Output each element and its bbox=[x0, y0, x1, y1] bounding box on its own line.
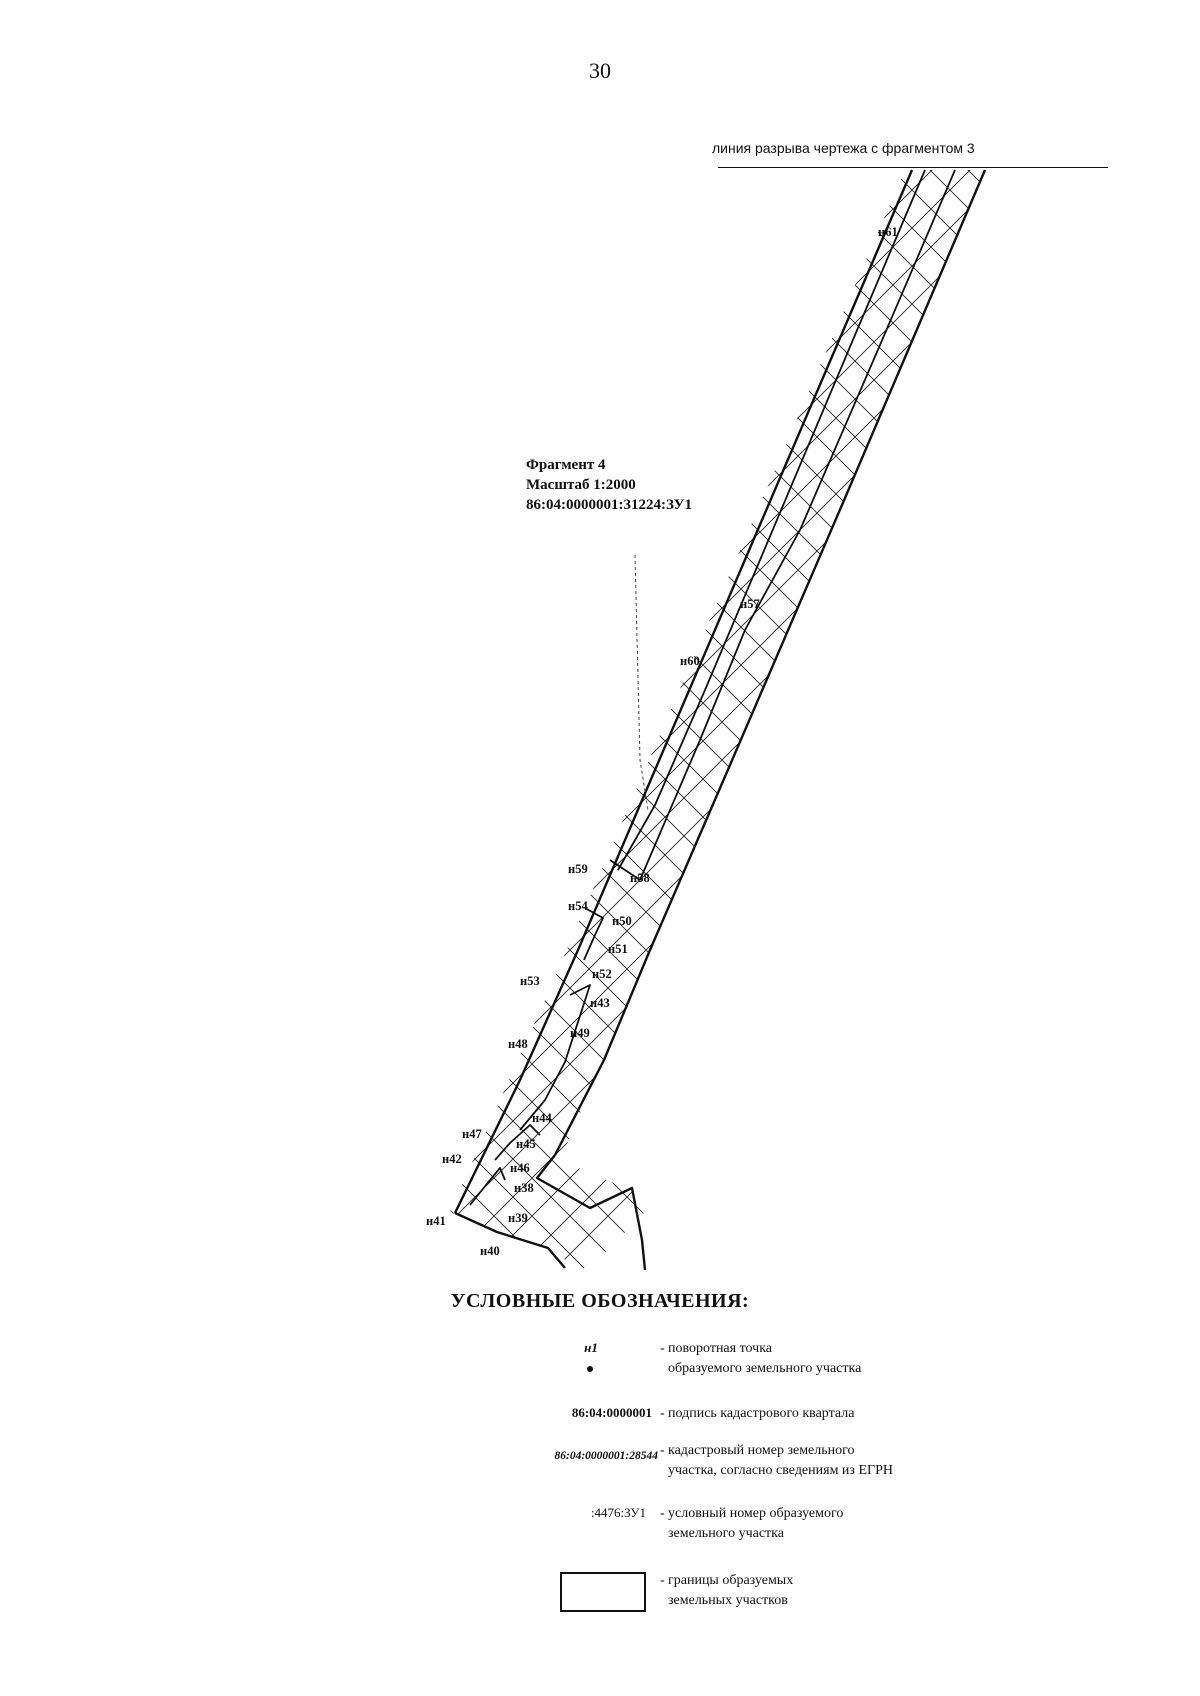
fragment-cadastral-number: 86:04:0000001:31224:ЗУ1 bbox=[526, 497, 693, 513]
legend-symbol-cadastral: 86:04:0000001:28544 bbox=[554, 1450, 659, 1462]
point-n49: н49 bbox=[570, 1026, 590, 1040]
inner-boundaries bbox=[469, 169, 956, 1206]
point-n38: н38 bbox=[514, 1181, 534, 1195]
legend-desc-line1: границы образуемых bbox=[668, 1573, 794, 1588]
point-n43: н43 bbox=[590, 996, 610, 1010]
point-n59: н59 bbox=[568, 862, 588, 876]
point-n54: н54 bbox=[568, 899, 588, 913]
point-n48: н48 bbox=[508, 1037, 528, 1051]
legend-desc-line1: условный номер образуемого bbox=[668, 1506, 844, 1521]
point-n51: н51 bbox=[608, 942, 628, 956]
point-n42: н42 bbox=[442, 1152, 462, 1166]
fragment-scale: Масштаб 1:2000 bbox=[526, 477, 636, 493]
legend-desc-line2: земельного участка bbox=[668, 1526, 784, 1541]
legend-dash: - bbox=[660, 1341, 665, 1356]
point-n58: н58 bbox=[630, 871, 650, 885]
point-n46: н46 bbox=[510, 1161, 530, 1175]
legend-dash: - bbox=[660, 1406, 665, 1421]
turning-point-dot-icon bbox=[587, 1366, 593, 1372]
legend-desc-line1: поворотная точка bbox=[668, 1341, 773, 1356]
fragment-info: Фрагмент 4 Масштаб 1:2000 86:04:0000001:… bbox=[526, 455, 692, 515]
point-n53: н53 bbox=[520, 974, 540, 988]
point-n40: н40 bbox=[480, 1244, 500, 1258]
parcel-hatch bbox=[450, 170, 985, 1268]
break-line bbox=[718, 167, 1108, 168]
legend-dash: - bbox=[660, 1573, 665, 1588]
legend-desc-line1: кадастровый номер земельного bbox=[668, 1443, 855, 1458]
legend-symbol-point-label: н1 bbox=[584, 1340, 598, 1355]
point-n61: н61 bbox=[878, 225, 898, 239]
point-n41: н41 bbox=[426, 1214, 446, 1228]
legend-boundary-box-icon bbox=[560, 1572, 646, 1612]
parcel-boundary bbox=[453, 169, 987, 1271]
point-n60: н60 bbox=[680, 654, 700, 668]
legend-symbol-quarter: 86:04:0000001 bbox=[571, 1405, 652, 1420]
legend-desc-line2: образуемого земельного участка bbox=[668, 1361, 862, 1376]
legend-desc-line1: подпись кадастрового квартала bbox=[668, 1406, 855, 1421]
page-number: 30 bbox=[589, 58, 611, 83]
break-line-label: линия разрыва чертежа с фрагментом 3 bbox=[712, 140, 975, 156]
legend-dash: - bbox=[660, 1443, 665, 1458]
point-n50: н50 bbox=[612, 914, 632, 928]
point-n57: н57 bbox=[740, 597, 760, 611]
legend-symbol-conditional: :4476:ЗУ1 bbox=[590, 1505, 646, 1520]
legend-desc-line2: земельных участков bbox=[668, 1593, 788, 1608]
point-n47: н47 bbox=[462, 1127, 482, 1141]
legend-desc-line2: участка, согласно сведениям из ЕГРН bbox=[668, 1463, 893, 1478]
point-labels: н61 н57 н60 н59 н58 н54 н50 н51 н53 н52 … bbox=[426, 225, 898, 1258]
cadastral-drawing: н61 н57 н60 н59 н58 н54 н50 н51 н53 н52 … bbox=[426, 169, 987, 1271]
point-n44: н44 bbox=[532, 1111, 552, 1125]
legend-title: УСЛОВНЫЕ ОБОЗНАЧЕНИЯ: bbox=[450, 1290, 750, 1312]
point-n52: н52 bbox=[592, 967, 612, 981]
legend-dash: - bbox=[660, 1506, 665, 1521]
fragment-leader bbox=[634, 554, 649, 811]
fragment-name: Фрагмент 4 bbox=[526, 457, 606, 473]
point-n39: н39 bbox=[508, 1211, 528, 1225]
point-n45: н45 bbox=[516, 1137, 536, 1151]
